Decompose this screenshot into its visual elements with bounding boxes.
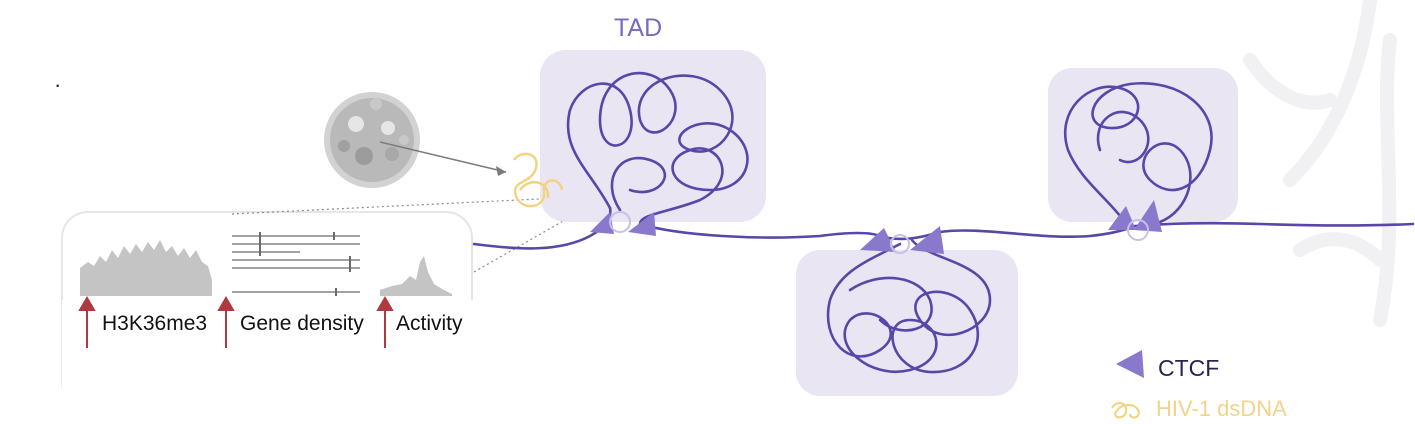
up-arrows [78, 296, 394, 348]
ctcf-sites [590, 200, 1162, 254]
virus-pointer-arrow [379, 141, 507, 176]
legend-ctcf-label: CTCF [1158, 355, 1220, 381]
tad-title: TAD [614, 14, 663, 42]
bullet-dot: · [54, 72, 62, 97]
ctcf-cohesin-rings [609, 211, 1149, 254]
hiv-dsdna-icon [512, 152, 564, 208]
panel-fade [62, 300, 542, 418]
background-tree-watermark [1243, 0, 1397, 327]
gene-density-label: Gene density [240, 312, 364, 335]
ctcf-icon [860, 228, 896, 252]
gene-density-track [232, 232, 360, 296]
ctcf-icon [910, 226, 944, 254]
ctcf-icon [628, 212, 656, 236]
legend-hiv-icon [1111, 402, 1140, 419]
tad-box-2 [796, 250, 1018, 396]
h3k36me3-label: H3K36me3 [102, 312, 208, 335]
h3k36me3-track [80, 240, 212, 296]
activity-track [380, 256, 452, 296]
tad-box-3 [1048, 68, 1238, 222]
legend-ctcf-icon [1116, 350, 1144, 378]
tad-box-1 [540, 50, 766, 222]
ctcf-icon [1134, 200, 1162, 232]
legend-hiv-label: HIV-1 dsDNA [1156, 396, 1287, 421]
chromatin-fiber [472, 72, 1415, 374]
ctcf-icon [590, 212, 614, 234]
virus-particle-icon [324, 92, 420, 188]
activity-label: Activity [396, 312, 463, 335]
